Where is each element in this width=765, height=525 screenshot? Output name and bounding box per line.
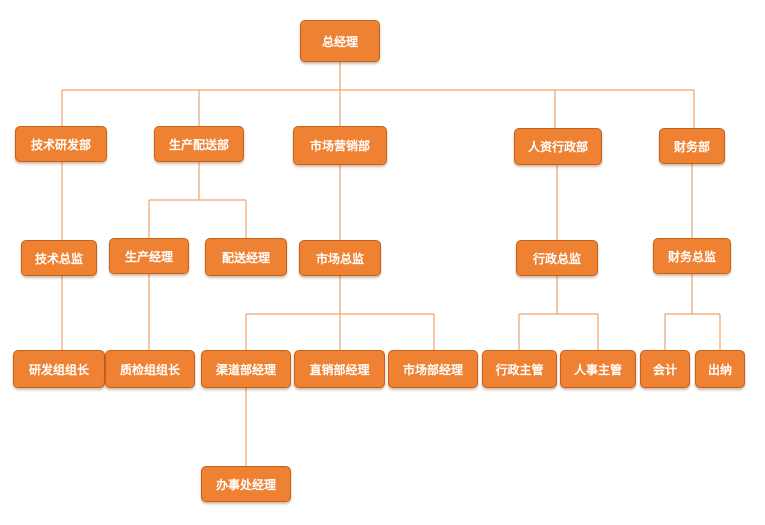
node-hr-dept: 人资行政部 (514, 128, 602, 165)
connector-mkt-branch (245, 165, 435, 466)
node-rd-leader: 研发组组长 (13, 350, 105, 388)
connector-ceo-departments (61, 62, 695, 128)
node-hr-supervisor: 人事主管 (560, 350, 636, 388)
node-direct-sales-manager: 直销部经理 (294, 350, 385, 388)
node-accountant: 会计 (640, 350, 690, 388)
node-qc-leader: 质检组组长 (105, 350, 195, 388)
node-mkt-dept: 市场营销部 (293, 126, 387, 165)
node-cashier: 出纳 (695, 350, 745, 388)
node-ceo: 总经理 (300, 20, 380, 62)
node-mkt-director: 市场总监 (299, 240, 381, 276)
node-dist-manager: 配送经理 (205, 238, 287, 276)
node-fin-director: 财务总监 (653, 238, 731, 274)
connector-prod-branch (148, 162, 247, 350)
connector-fin-branch (664, 164, 721, 350)
node-channel-manager: 渠道部经理 (201, 350, 291, 388)
node-office-manager: 办事处经理 (201, 466, 291, 502)
node-tech-director: 技术总监 (21, 240, 97, 276)
node-admin-director: 行政总监 (516, 240, 598, 276)
node-prod-manager: 生产经理 (109, 238, 189, 274)
node-market-manager: 市场部经理 (388, 350, 478, 388)
node-prod-dept: 生产配送部 (154, 126, 244, 162)
node-tech-dept: 技术研发部 (15, 126, 107, 162)
connector-hr-branch (518, 165, 599, 350)
node-fin-dept: 财务部 (659, 128, 725, 164)
node-admin-supervisor: 行政主管 (482, 350, 557, 388)
